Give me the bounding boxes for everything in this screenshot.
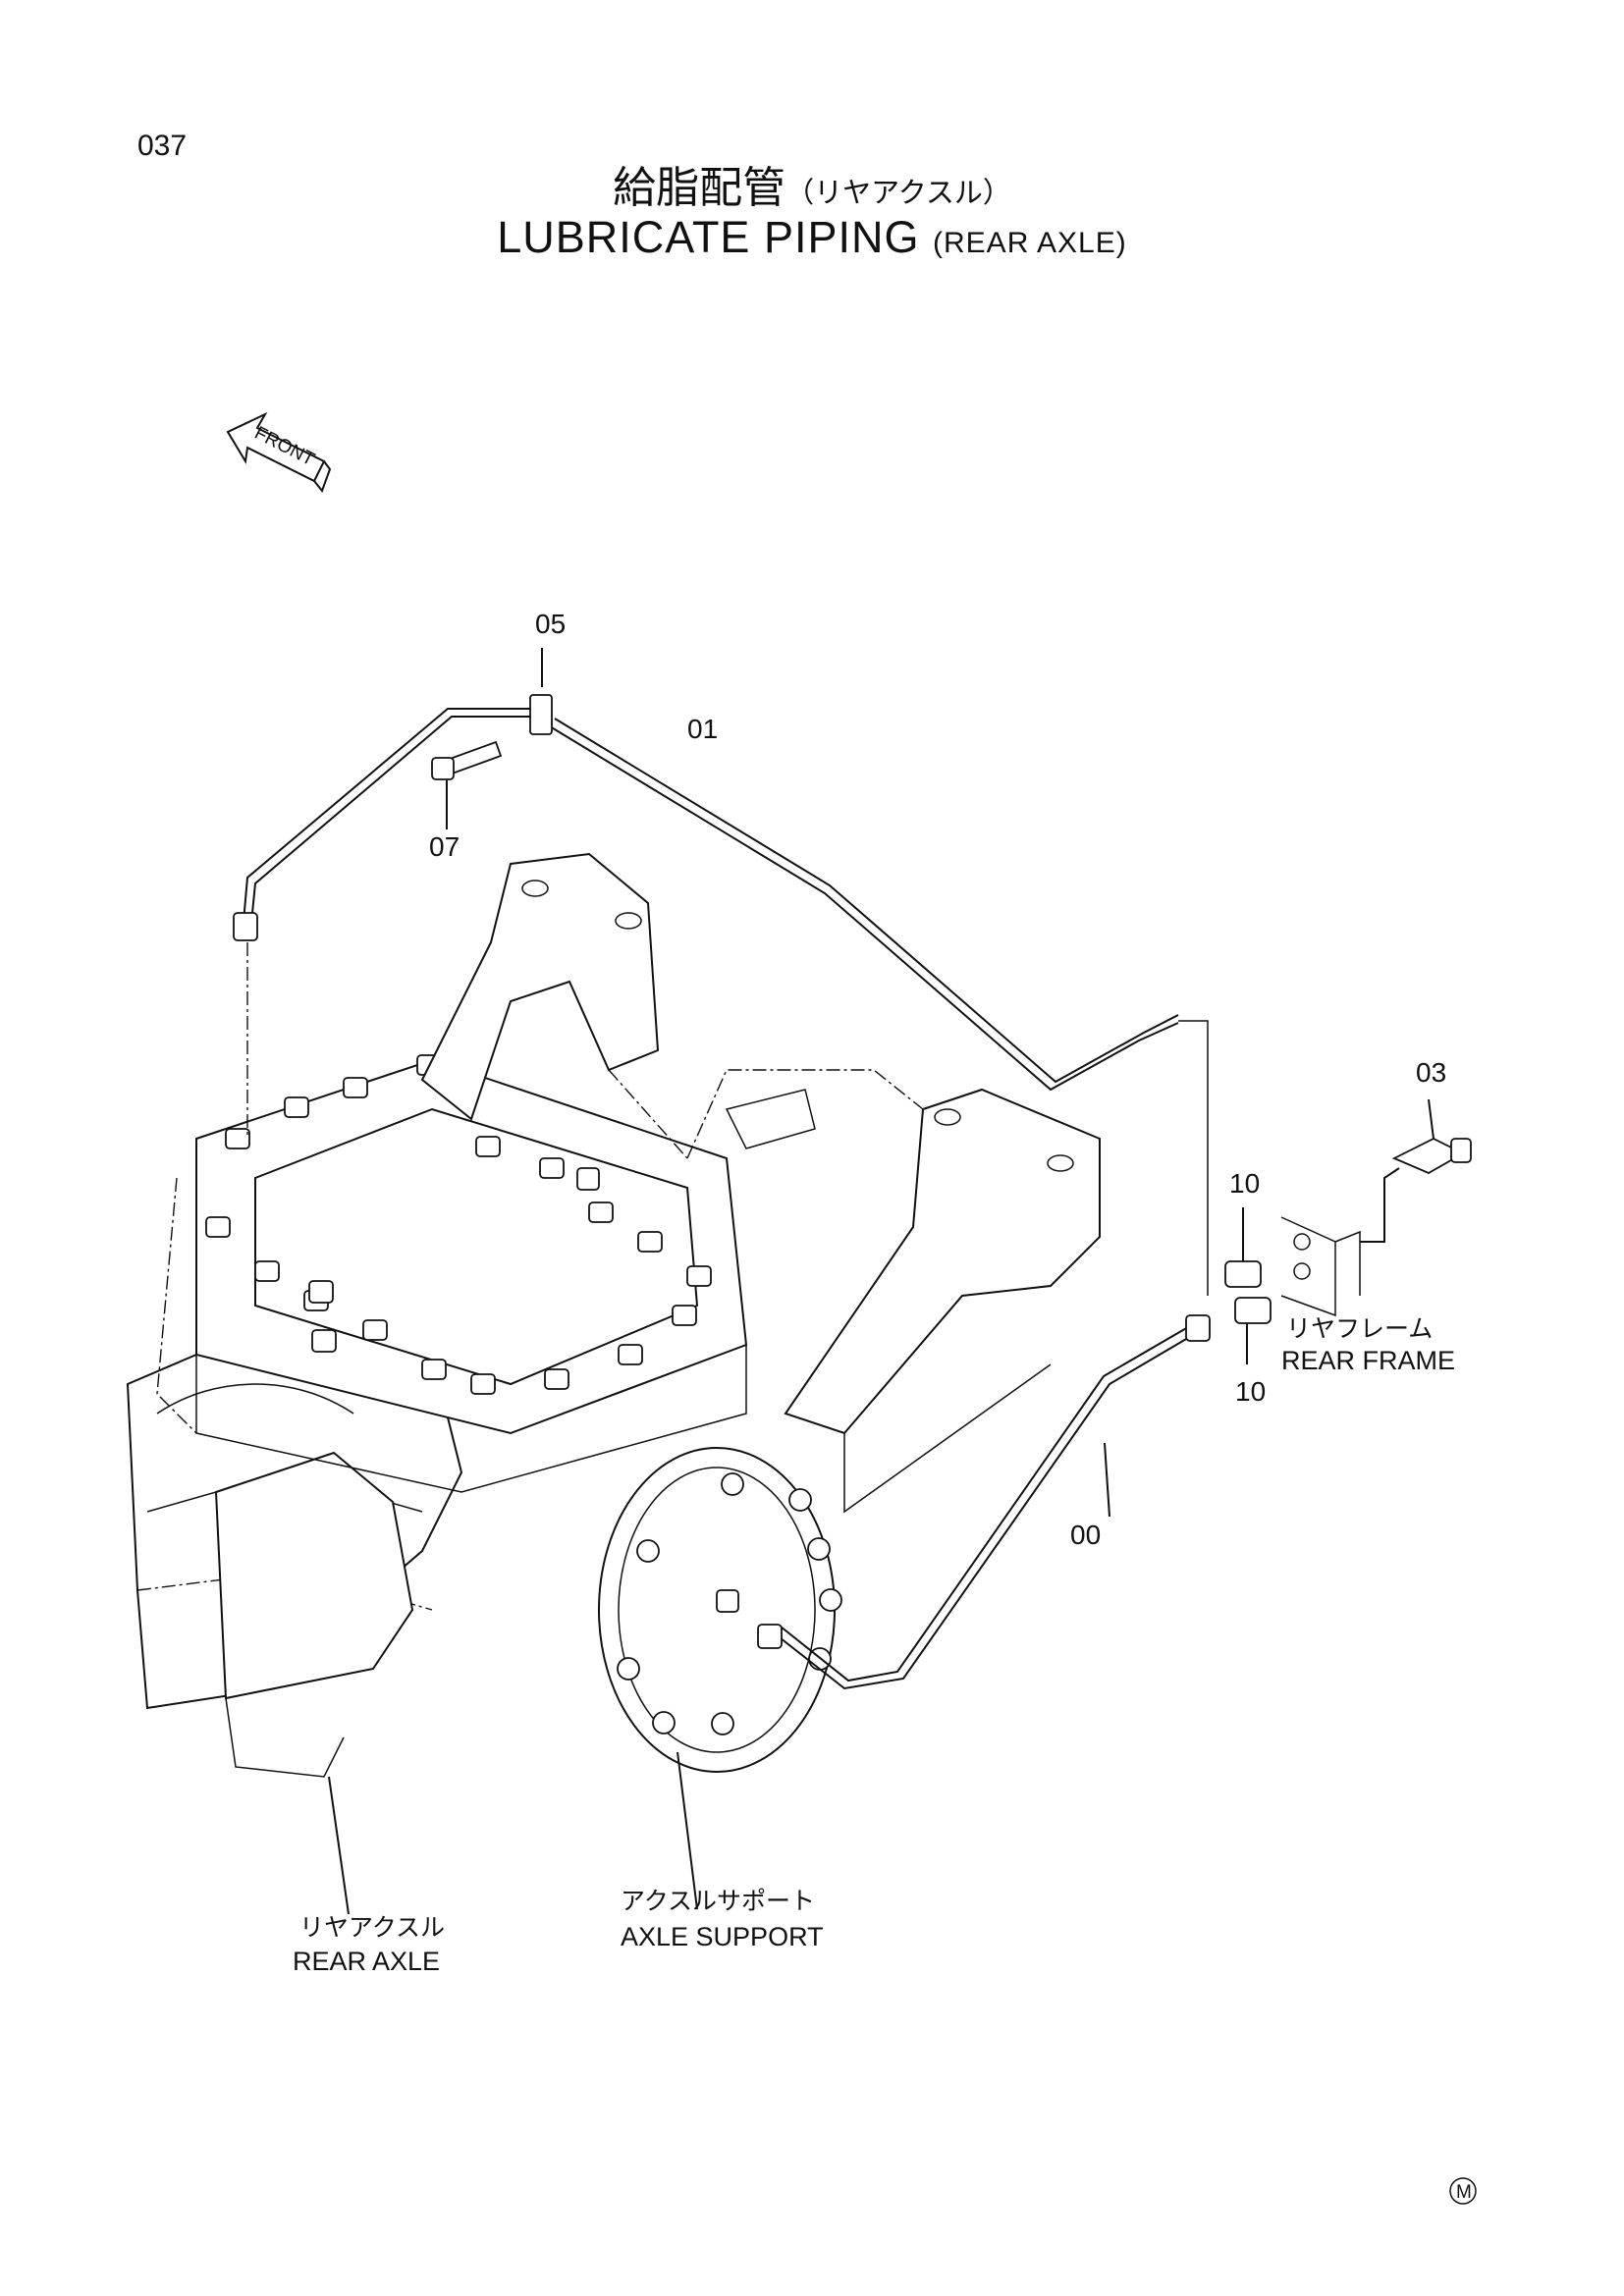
callout-05: 05 [535,609,566,639]
footer-mark-text: M [1456,2182,1472,2203]
upper-trunnion-arm [420,852,688,1159]
title-japanese: 給脂配管（リヤアクスル） [0,152,1624,215]
rear-frame-fittings [1178,1020,1472,1364]
title-english: LUBRICATE PIPING (REAR AXLE) [0,212,1624,263]
footer-mark: M [1449,2177,1477,2205]
label-rear-frame-jp: リヤフレーム [1286,1314,1433,1343]
pipe-left [233,708,538,1139]
callout-10-upper: 10 [1229,1168,1260,1199]
front-arrow-icon: FRONT [226,411,332,494]
rear-axle-housing [126,1323,463,1915]
label-axle-support-en: AXLE SUPPORT [621,1922,824,1951]
callout-03: 03 [1416,1057,1446,1088]
pipe-01 [549,718,1179,1092]
title-jp-sub: （リヤアクスル） [785,176,1011,209]
axle-support-flange [598,1447,842,1910]
page-number: 037 [137,130,188,162]
cover-bolts [205,1054,712,1395]
label-rear-axle-en: REAR AXLE [293,1947,440,1976]
label-axle-support-jp: アクスルサポート [621,1887,815,1915]
title-en-main: LUBRICATE PIPING [497,212,920,262]
pipe-00 [757,1314,1211,1690]
clamp-and-bolt [431,648,553,829]
title-jp-main: 給脂配管 [613,163,786,213]
label-rear-axle-jp: リヤアクスル [299,1913,445,1942]
right-trunnion-arm [686,1069,1101,1514]
label-rear-frame-en: REAR FRAME [1281,1346,1455,1375]
title-en-sub: (REAR AXLE) [933,227,1127,259]
callout-01: 01 [687,714,718,744]
callout-07: 07 [429,831,460,862]
callout-10-lower: 10 [1235,1376,1266,1407]
callout-00: 00 [1070,1520,1101,1550]
